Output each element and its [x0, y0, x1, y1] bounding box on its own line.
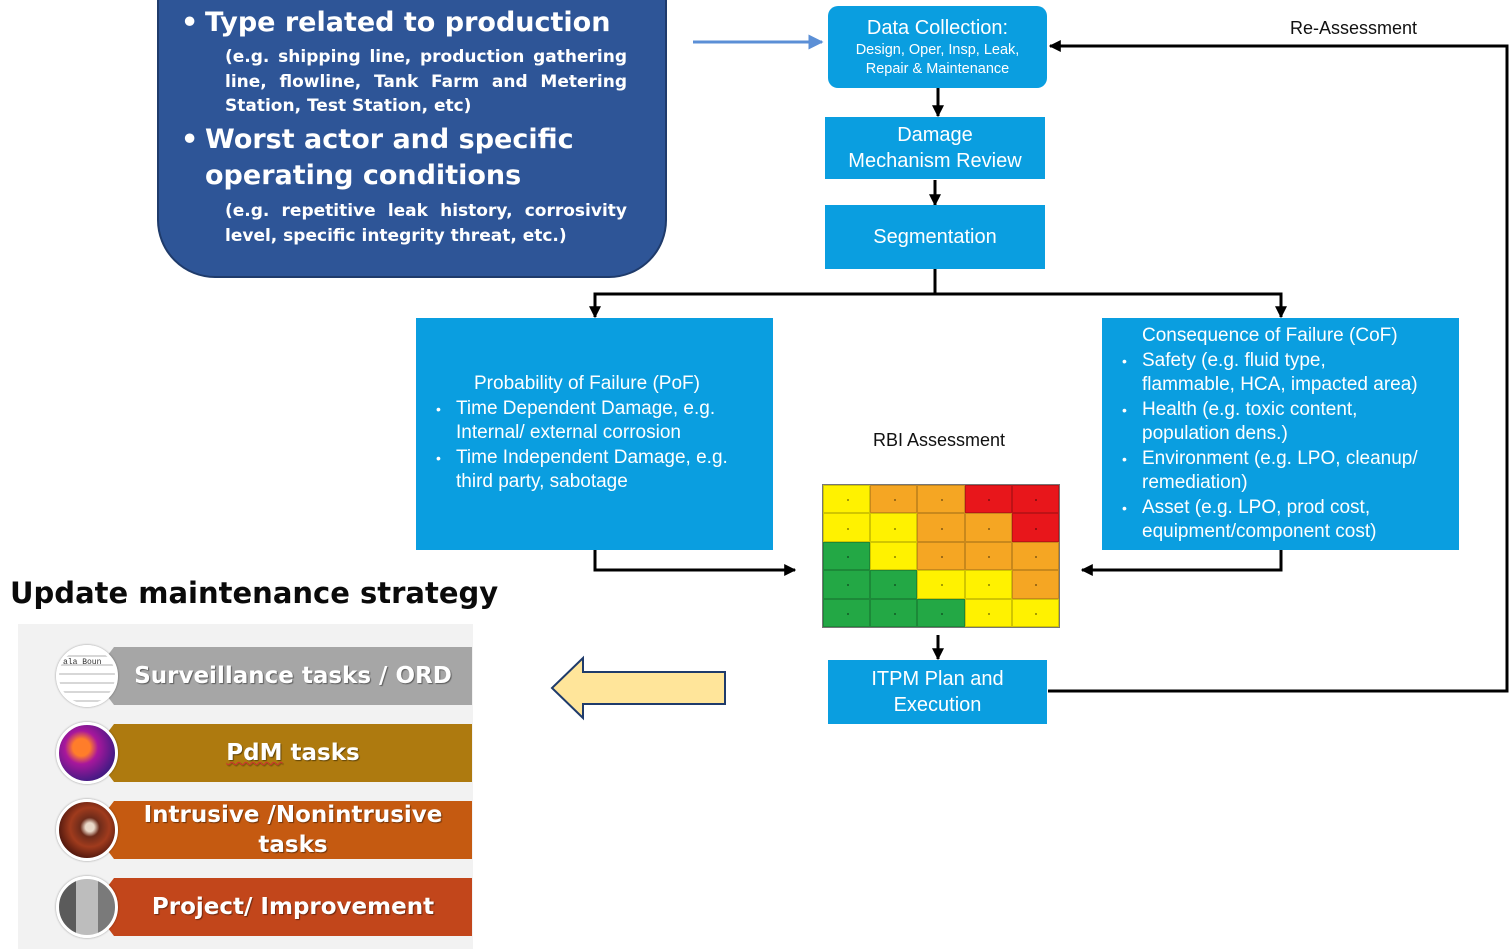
risk-cell-orange	[1011, 570, 1059, 599]
split-to-cof-arrow	[935, 292, 1287, 319]
pof-list: Probability of Failure (PoF) Time Depend…	[430, 372, 728, 495]
callout-bullet-1-title: Type related to production	[205, 7, 611, 38]
data-collection-title: Data Collection:	[866, 17, 1009, 39]
pof-box: Probability of Failure (PoF) Time Depend…	[416, 318, 773, 550]
risk-cell-red	[1011, 513, 1059, 542]
risk-cell-yellow	[1011, 598, 1059, 627]
risk-matrix	[822, 484, 1060, 628]
reassessment-loop-arrow	[1048, 40, 1509, 693]
update-strategy-arrow	[550, 655, 726, 721]
task-project: Project/ Improvement	[92, 878, 472, 936]
risk-cell-yellow	[964, 598, 1012, 627]
maintenance-task-panel: Surveillance tasks / ORD ala Boun PdM ta…	[18, 624, 473, 949]
risk-cell-yellow	[964, 570, 1012, 599]
risk-cell-green	[823, 541, 871, 571]
reassessment-label: Re-Assessment	[1290, 18, 1418, 38]
risk-cell-orange	[964, 541, 1012, 571]
risk-cell-orange	[1011, 541, 1059, 571]
callout-bullet-2-detail: (e.g. repetitive leak history, corrosivi…	[225, 201, 627, 246]
cof-to-matrix-arrow	[1080, 550, 1283, 576]
pof-item: Time Independent Damage, e.g.third party…	[430, 446, 728, 495]
cof-item: Health (e.g. toxic content,population de…	[1116, 398, 1418, 447]
callout-bullet-1: • Type related to production	[181, 7, 611, 38]
damage-line2: Mechanism Review	[848, 150, 1022, 172]
itpm-plan-box: ITPM Plan and Execution	[828, 660, 1047, 724]
risk-cell-red	[1011, 485, 1059, 514]
equipment-photo-icon	[56, 876, 118, 938]
cof-item: Safety (e.g. fluid type,flammable, HCA, …	[1116, 349, 1418, 398]
split-to-pof-arrow	[589, 292, 935, 319]
data-collection-line2: Repair & Maintenance	[865, 61, 1010, 77]
cof-item: Asset (e.g. LPO, prod cost,equipment/com…	[1116, 496, 1418, 545]
segmentation-label: Segmentation	[873, 226, 997, 248]
damage-mechanism-box: Damage Mechanism Review	[825, 117, 1045, 179]
data-collection-box: Data Collection: Design, Oper, Insp, Lea…	[828, 6, 1047, 88]
risk-cell-yellow	[870, 541, 918, 571]
risk-cell-yellow	[823, 513, 871, 542]
risk-cell-green	[870, 570, 918, 599]
cof-box: Consequence of Failure (CoF) Safety (e.g…	[1102, 318, 1459, 550]
damage-line1: Damage	[897, 124, 973, 146]
report-thumbnail-icon: ala Boun	[56, 645, 118, 707]
cof-item: Environment (e.g. LPO, cleanup/remediati…	[1116, 447, 1418, 496]
pipe-interior-icon	[56, 799, 118, 861]
risk-cell-red	[964, 485, 1012, 514]
production-type-callout: • Type related to production (e.g. shipp…	[157, 0, 667, 278]
cof-list: Consequence of Failure (CoF) Safety (e.g…	[1116, 324, 1418, 545]
pof-to-matrix-arrow	[593, 550, 797, 576]
risk-cell-orange	[870, 485, 918, 514]
data-collection-line1: Design, Oper, Insp, Leak,	[855, 42, 1020, 58]
risk-cell-green	[823, 598, 871, 627]
risk-cell-orange	[917, 485, 965, 514]
pof-item: Time Dependent Damage, e.g.Internal/ ext…	[430, 397, 728, 446]
task-surveillance: Surveillance tasks / ORD	[92, 647, 472, 705]
task-pdm: PdM tasks	[92, 724, 472, 782]
pof-heading: Probability of Failure (PoF)	[474, 373, 700, 394]
callout-bullet-1-detail: (e.g. shipping line, production gatherin…	[225, 47, 627, 116]
rbi-assessment-label: RBI Assessment	[873, 430, 1006, 450]
risk-cell-yellow	[870, 513, 918, 542]
update-strategy-title: Update maintenance strategy	[10, 576, 499, 610]
cof-heading: Consequence of Failure (CoF)	[1142, 325, 1398, 346]
risk-cell-orange	[964, 513, 1012, 542]
risk-cell-orange	[917, 541, 965, 571]
risk-cell-yellow	[823, 485, 871, 514]
callout-bullet-2-title-line2: operating conditions	[205, 160, 522, 191]
callout-bullet-2-title-line1: Worst actor and specific	[205, 124, 574, 155]
thermal-image-icon	[56, 722, 118, 784]
risk-cell-green	[917, 598, 965, 627]
task-intrusive: Intrusive /Nonintrusive tasks	[92, 801, 472, 859]
risk-cell-green	[870, 598, 918, 627]
itpm-line1: ITPM Plan and	[871, 668, 1004, 690]
segmentation-box: Segmentation	[825, 205, 1045, 269]
risk-cell-green	[823, 570, 871, 599]
risk-cell-orange	[917, 513, 965, 542]
callout-bullet-2: • Worst actor and specific operating con…	[181, 124, 574, 191]
itpm-line2: Execution	[893, 694, 982, 716]
risk-cell-yellow	[917, 570, 965, 599]
